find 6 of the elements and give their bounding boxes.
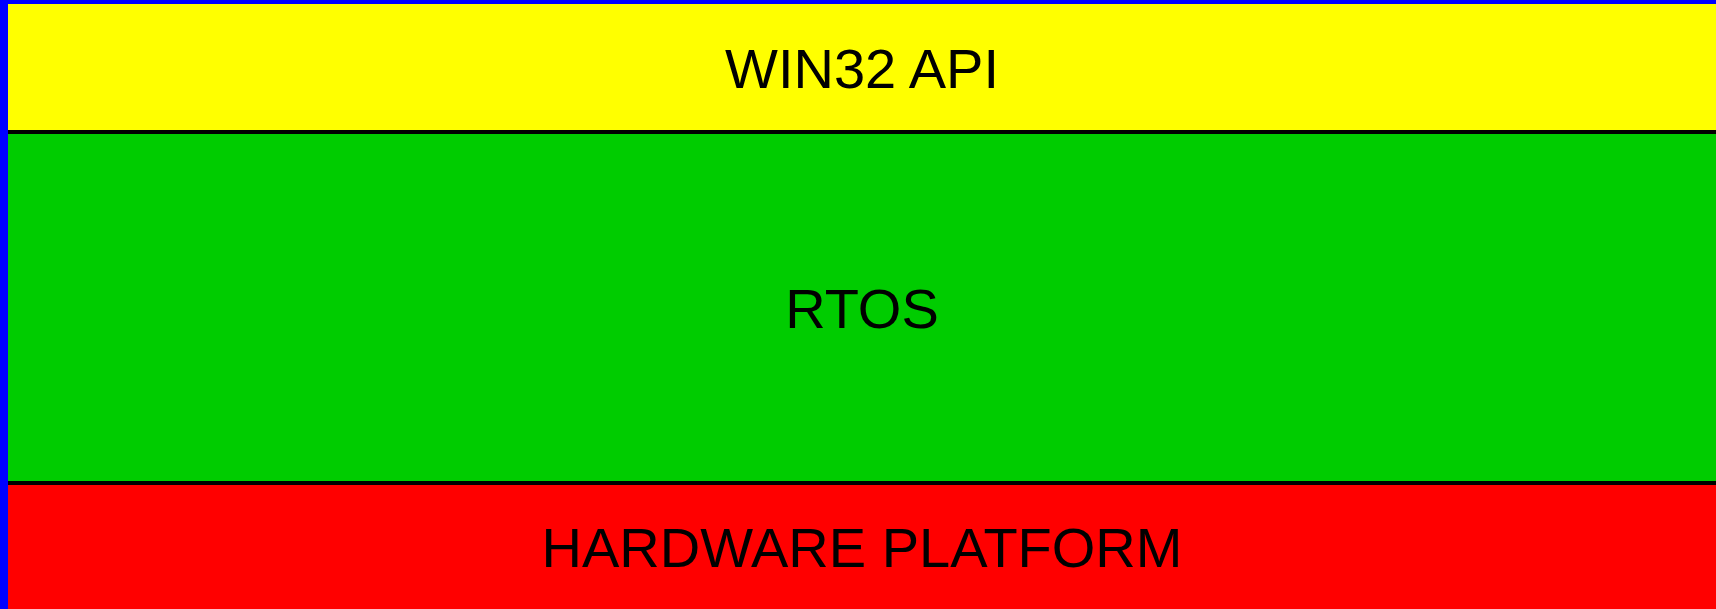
layer-band <box>8 4 1716 132</box>
layer-band <box>8 130 1716 483</box>
layer-label: RTOS <box>785 276 939 341</box>
layer-band <box>8 481 1716 609</box>
layer-label: WIN32 API <box>725 35 999 101</box>
layer-label: HARDWARE PLATFORM <box>541 514 1183 580</box>
